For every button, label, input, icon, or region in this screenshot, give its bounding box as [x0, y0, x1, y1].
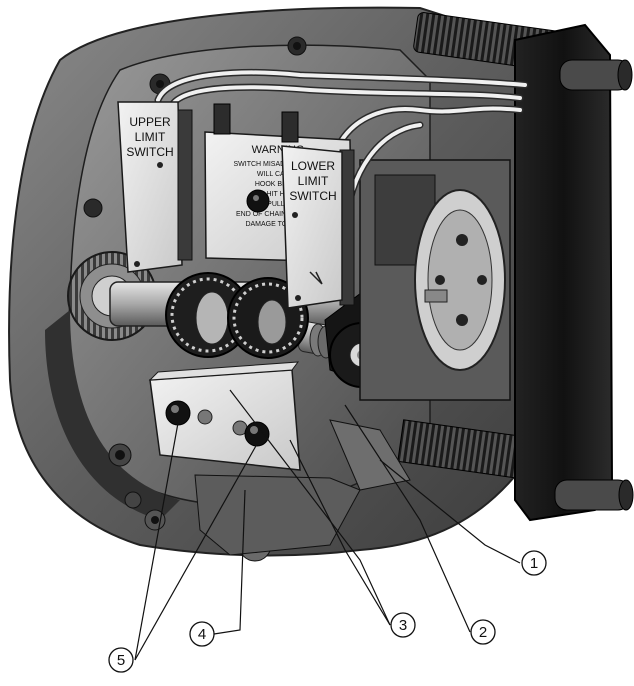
leader-2: [344, 404, 471, 633]
callout-2: 2: [470, 619, 496, 645]
callout-4-label: 4: [198, 626, 206, 643]
callout-4: 4: [189, 621, 215, 647]
leader-3a: [229, 389, 391, 626]
warning-line-7: DAMAGE TO HOIST: [245, 221, 311, 228]
warning-line-3: HOOK BLOCK: [255, 181, 302, 188]
upper-limit-switch: UPPER LIMIT SWITCH: [117, 101, 193, 273]
callout-5: 5: [108, 647, 134, 673]
callout-5-label: 5: [117, 652, 125, 669]
screw-right: [244, 421, 270, 447]
warning-line-4: TO HIT HOIST: [255, 191, 302, 198]
upper-switch-text-1: UPPER: [129, 115, 171, 129]
leader-3b: [289, 439, 391, 626]
lower-limit-switch: LOWER LIMIT SWITCH: [281, 145, 355, 309]
upper-switch-text-3: SWITCH: [126, 145, 173, 159]
lower-switch-text-3: SWITCH: [289, 189, 336, 203]
leader-5b: [134, 443, 258, 661]
leader-1: [379, 459, 521, 564]
warning-line-6: END OF CHAIN CAUSING: [236, 211, 320, 218]
leader-5a: [134, 422, 179, 661]
warning-line-5: TO PULL OFF: [256, 201, 301, 208]
callout-1-label: 1: [530, 555, 538, 572]
lower-switch-text-2: LIMIT: [298, 174, 329, 188]
warning-line-2: WILL CAUSE: [257, 171, 299, 178]
upper-switch-text-2: LIMIT: [135, 130, 166, 144]
end-bracket: [514, 23, 634, 522]
callout-2-label: 2: [479, 624, 487, 641]
screw-left: [165, 400, 191, 426]
leader-lines: [134, 389, 521, 661]
lower-housing-block: [194, 419, 411, 556]
cam-1: [165, 272, 251, 358]
warning-line-1: SWITCH MISADJUSTMENT: [233, 161, 323, 168]
lower-switch-text-1: LOWER: [291, 159, 335, 173]
callout-3-label: 3: [399, 617, 407, 634]
leader-4: [213, 489, 246, 635]
callout-3: 3: [390, 612, 416, 638]
callout-1: 1: [521, 550, 547, 576]
bearing-block: [359, 159, 511, 401]
